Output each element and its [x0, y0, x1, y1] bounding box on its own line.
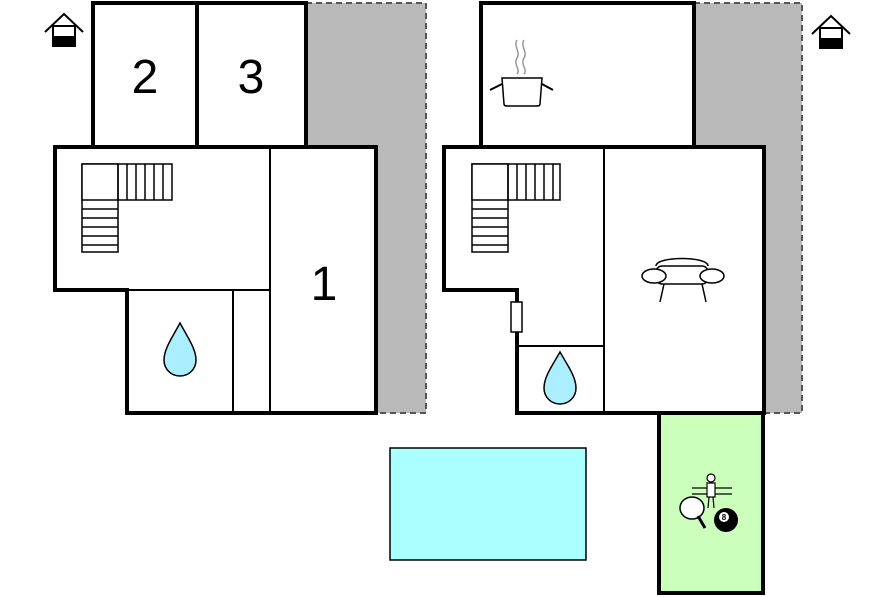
room-1-label: 1	[311, 258, 338, 311]
bathroom-water-drop-icon	[543, 350, 577, 405]
games-room[interactable]: 8	[657, 411, 765, 595]
house-entrance-icon	[811, 14, 851, 49]
staircase-icon	[81, 163, 173, 253]
house-entrance-icon	[44, 12, 84, 47]
sofa-icon	[641, 257, 725, 303]
staircase-icon	[471, 163, 561, 253]
kitchen[interactable]	[479, 1, 696, 149]
terrace-right-outline	[694, 2, 803, 414]
billiard-ball-icon: 8	[714, 508, 738, 532]
room-3-label: 3	[238, 51, 265, 104]
room-2-label: 2	[132, 51, 159, 104]
ground-floor-outline-left	[53, 145, 378, 415]
billiard-ball-number: 8	[722, 513, 727, 522]
room-3[interactable]: 3	[195, 1, 308, 149]
door-icon	[510, 301, 523, 333]
room-2[interactable]: 2	[91, 1, 199, 149]
swimming-pool	[389, 447, 587, 561]
floor-plan-left: 2 3 1	[44, 1, 427, 415]
cooking-pot-icon	[489, 39, 554, 107]
bathroom-water-drop-icon	[163, 321, 197, 377]
terrace-left-outline	[306, 2, 427, 414]
table-tennis-icon	[679, 496, 707, 529]
table-football-icon	[692, 473, 732, 509]
floor-plan-right	[442, 1, 851, 415]
